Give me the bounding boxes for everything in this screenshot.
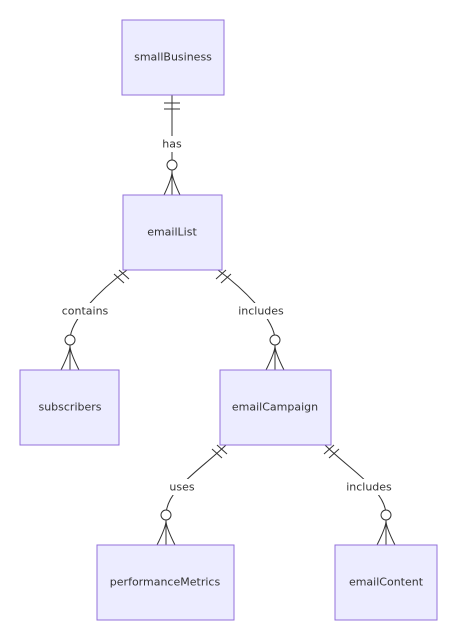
relationship-labels: has contains includes uses includes (60, 136, 394, 495)
one-marker-business (164, 102, 180, 110)
relationship-label-includes-content: includes (346, 481, 392, 494)
relationship-label-has: has (162, 138, 182, 151)
entity-label-email-content: emailContent (349, 576, 424, 589)
entity-small-business[interactable]: smallBusiness (121, 19, 225, 96)
many-marker-metrics (156, 509, 176, 546)
entity-subscribers[interactable]: subscribers (19, 369, 120, 446)
one-marker-list-left (113, 269, 130, 284)
edge-list-subscribers (69, 269, 128, 370)
relationship-lines (69, 95, 387, 545)
many-marker-campaign (265, 334, 285, 371)
label-has: has (160, 136, 184, 152)
entity-email-content[interactable]: emailContent (334, 544, 438, 621)
entity-label-performance-metrics: performanceMetrics (110, 576, 221, 589)
entity-label-email-list: emailList (147, 226, 197, 239)
label-uses: uses (168, 479, 196, 495)
entity-performance-metrics[interactable]: performanceMetrics (96, 544, 235, 621)
one-marker-list-right (215, 269, 232, 284)
entity-label-subscribers: subscribers (38, 401, 101, 414)
many-marker-subscribers (60, 334, 80, 371)
one-marker-campaign-right (323, 444, 340, 459)
edge-list-campaign (217, 269, 276, 370)
label-includes-content: includes (344, 479, 394, 495)
cardinality-markers (60, 102, 396, 546)
entity-email-campaign[interactable]: emailCampaign (219, 369, 332, 446)
label-contains: contains (60, 303, 110, 319)
entity-label-email-campaign: emailCampaign (232, 401, 318, 414)
one-marker-campaign-left (211, 444, 228, 459)
relationship-label-contains: contains (62, 305, 109, 318)
relationship-label-uses: uses (169, 481, 194, 494)
many-marker-content (376, 509, 396, 546)
relationship-label-includes-campaign: includes (238, 305, 284, 318)
entity-label-small-business: smallBusiness (134, 51, 212, 64)
entity-email-list[interactable]: emailList (122, 194, 223, 271)
label-includes-campaign: includes (236, 303, 286, 319)
many-marker-list-top (163, 159, 181, 196)
